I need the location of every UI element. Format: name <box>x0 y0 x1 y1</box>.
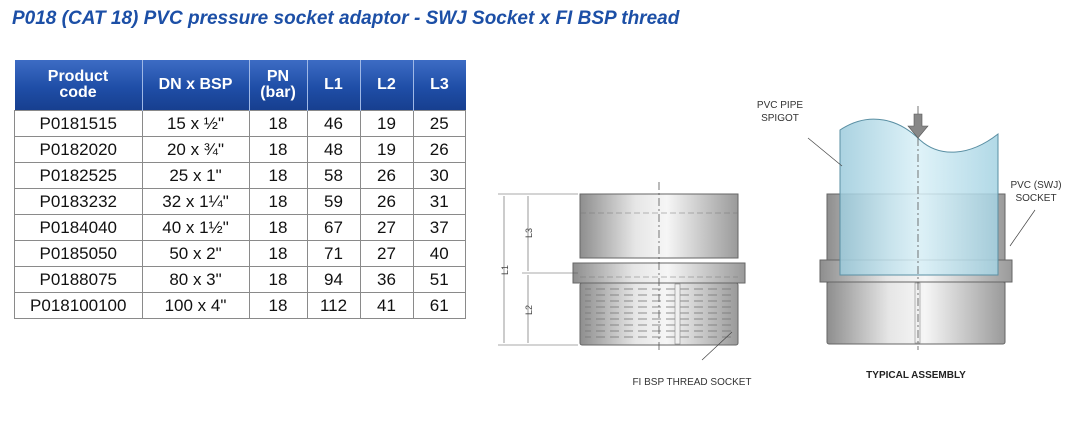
cell-pn: 18 <box>248 292 308 319</box>
cell-pn: 18 <box>248 240 308 267</box>
table-row: P0183232 32 x 1¼" 18 59 26 31 <box>14 188 466 215</box>
cell-product-code: P018100100 <box>14 292 143 319</box>
typical-assembly-label: TYPICAL ASSEMBLY <box>866 370 966 381</box>
cell-product-code: P0181515 <box>14 110 143 137</box>
thread-socket-label: FI BSP THREAD SOCKET <box>632 377 751 388</box>
cell-dn-bsp: 20 x ¾" <box>141 136 250 163</box>
page-title: P018 (CAT 18) PVC pressure socket adapto… <box>12 8 680 29</box>
cell-l3: 37 <box>412 214 466 241</box>
cell-l3: 31 <box>412 188 466 215</box>
cell-l2: 41 <box>359 292 414 319</box>
socket-leader-line <box>1009 209 1036 247</box>
header-dn-bsp: DN x BSP <box>141 60 249 111</box>
header-l1: L1 <box>306 60 360 111</box>
cell-dn-bsp: 25 x 1" <box>141 162 250 189</box>
cell-l1: 59 <box>306 188 361 215</box>
cell-l2: 26 <box>359 162 414 189</box>
cell-dn-bsp: 40 x 1½" <box>141 214 250 241</box>
cell-l2: 19 <box>359 136 414 163</box>
cell-product-code: P0184040 <box>14 214 143 241</box>
table-row: P0182525 25 x 1" 18 58 26 30 <box>14 162 466 189</box>
cell-pn: 18 <box>248 136 308 163</box>
cell-pn: 18 <box>248 110 308 137</box>
cell-product-code: P0183232 <box>14 188 143 215</box>
cell-l3: 51 <box>412 266 466 293</box>
cell-product-code: P0188075 <box>14 266 143 293</box>
cell-l3: 25 <box>412 110 466 137</box>
cell-dn-bsp: 50 x 2" <box>141 240 250 267</box>
cell-l2: 27 <box>359 240 414 267</box>
pipe-spigot-label-2: SPIGOT <box>761 113 799 124</box>
typical-assembly-drawing <box>819 106 1013 350</box>
cell-l3: 26 <box>412 136 466 163</box>
cell-l1: 46 <box>306 110 361 137</box>
cell-l3: 30 <box>412 162 466 189</box>
cell-l1: 48 <box>306 136 361 163</box>
pipe-spigot-label-1: PVC PIPE <box>757 100 803 111</box>
cell-l1: 67 <box>306 214 361 241</box>
cell-l1: 71 <box>306 240 361 267</box>
cell-dn-bsp: 100 x 4" <box>141 292 250 319</box>
cell-dn-bsp: 32 x 1¼" <box>141 188 250 215</box>
table-row: P0181515 15 x ½" 18 46 19 25 <box>14 110 466 137</box>
table-row: P0185050 50 x 2" 18 71 27 40 <box>14 240 466 267</box>
arrow-down-icon <box>907 113 929 139</box>
dim-l2-label: L2 <box>524 305 534 315</box>
header-l2: L2 <box>359 60 413 111</box>
cell-pn: 18 <box>248 214 308 241</box>
cell-pn: 18 <box>248 162 308 189</box>
dimension-lines: L1 L3 L2 <box>498 193 578 346</box>
swj-socket-label-1: PVC (SWJ) <box>1010 180 1061 191</box>
cell-l2: 26 <box>359 188 414 215</box>
table-row: P018100100 100 x 4" 18 112 41 61 <box>14 292 466 319</box>
table-row: P0184040 40 x 1½" 18 67 27 37 <box>14 214 466 241</box>
dim-l3-label: L3 <box>524 228 534 238</box>
cell-l2: 36 <box>359 266 414 293</box>
cell-product-code: P0182525 <box>14 162 143 189</box>
cell-l2: 19 <box>359 110 414 137</box>
cell-product-code: P0182020 <box>14 136 143 163</box>
table-row: P0182020 20 x ¾" 18 48 19 26 <box>14 136 466 163</box>
dim-l1-label: L1 <box>500 265 510 275</box>
header-pn: PN(bar) <box>248 60 307 111</box>
cell-l3: 61 <box>412 292 466 319</box>
swj-socket-label-2: SOCKET <box>1015 193 1056 204</box>
cell-pn: 18 <box>248 188 308 215</box>
cell-dn-bsp: 15 x ½" <box>141 110 250 137</box>
cell-product-code: P0185050 <box>14 240 143 267</box>
cell-l1: 94 <box>306 266 361 293</box>
cell-dn-bsp: 80 x 3" <box>141 266 250 293</box>
technical-drawing: L1 L3 L2 FI BSP THREAD SOCKET PVC PIPE S… <box>498 100 1062 388</box>
thread-leader-line <box>701 331 733 361</box>
table-row: P0188075 80 x 3" 18 94 36 51 <box>14 266 466 293</box>
cell-l2: 27 <box>359 214 414 241</box>
cell-pn: 18 <box>248 266 308 293</box>
thread-socket-drawing <box>572 182 746 352</box>
header-l3: L3 <box>412 60 466 111</box>
spigot-leader-line <box>807 137 843 167</box>
cell-l1: 58 <box>306 162 361 189</box>
cell-l1: 112 <box>306 292 361 319</box>
pipe-spigot-shape <box>839 118 999 276</box>
cell-l3: 40 <box>412 240 466 267</box>
